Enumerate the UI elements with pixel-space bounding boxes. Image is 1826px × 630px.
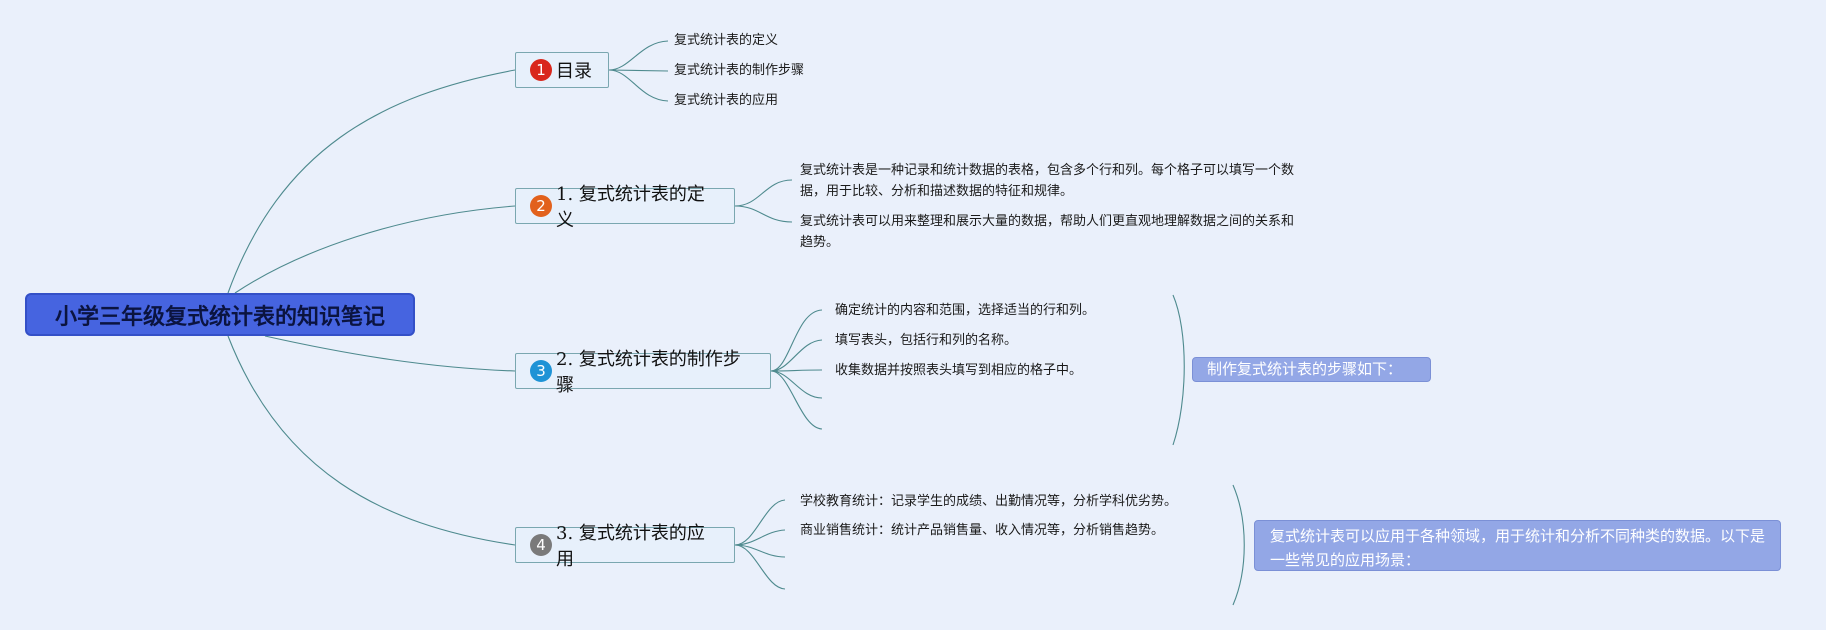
root-topic-label: 小学三年级复式统计表的知识笔记 (54, 304, 385, 330)
summary-application[interactable]: 复式统计表可以应用于各种领域，用于统计和分析不同种类的数据。以下是一些常见的应用… (1254, 520, 1781, 571)
connector-steps-5 (770, 370, 823, 430)
marker-3-icon: 3 (530, 360, 552, 382)
connector-application-4 (734, 544, 786, 590)
branch-toc-label: 目录 (556, 61, 592, 82)
branch-definition-label: 1. 复式统计表的定义 (556, 184, 705, 231)
leaf-steps-3[interactable]: 收集数据并按照表头填写到相应的格子中。 (835, 363, 1083, 378)
branch-application[interactable]: 4 3. 复式统计表的应用 (515, 523, 735, 570)
connector-root-definition (234, 205, 516, 294)
leaf-definition-2[interactable]: 复式统计表可以用来整理和展示大量的数据，帮助人们更直观地理解数据之间的关系和趋势… (800, 214, 1295, 250)
leaf-definition-1[interactable]: 复式统计表是一种记录和统计数据的表格，包含多个行和列。每个格子可以填写一个数据，… (800, 163, 1295, 199)
summary-steps-label: 制作复式统计表的步骤如下： (1207, 360, 1403, 378)
summary-application-label: 复式统计表可以应用于各种领域，用于统计和分析不同种类的数据。以下是一些常见的应用… (1270, 527, 1766, 569)
marker-4-icon: 4 (530, 534, 552, 556)
branch-steps[interactable]: 3 2. 复式统计表的制作步骤 (515, 349, 771, 396)
bracket-application (1232, 484, 1245, 606)
branch-steps-label: 2. 复式统计表的制作步骤 (556, 349, 741, 396)
leaf-toc-3[interactable]: 复式统计表的应用 (674, 93, 779, 108)
connector-definition-1 (734, 179, 793, 207)
connector-root-steps (264, 335, 516, 372)
connector-definition-2 (734, 205, 793, 223)
connector-application-1 (734, 499, 786, 546)
leaf-toc-2[interactable]: 复式统计表的制作步骤 (674, 63, 805, 78)
connector-toc-3 (608, 69, 669, 102)
connector-toc-1 (608, 40, 669, 71)
leaf-steps-1[interactable]: 确定统计的内容和范围，选择适当的行和列。 (835, 303, 1096, 318)
summary-steps[interactable]: 制作复式统计表的步骤如下： (1192, 357, 1431, 382)
root-topic[interactable]: 小学三年级复式统计表的知识笔记 (25, 293, 415, 336)
connector-steps-1 (770, 309, 823, 372)
leaf-steps-2[interactable]: 填写表头，包括行和列的名称。 (835, 333, 1018, 348)
connector-application-2 (734, 529, 786, 546)
branch-application-label: 3. 复式统计表的应用 (556, 523, 705, 570)
bracket-steps (1172, 294, 1185, 446)
branch-toc[interactable]: 1 目录 (515, 52, 609, 88)
leaf-application-1[interactable]: 学校教育统计：记录学生的成绩、出勤情况等，分析学科优劣势。 (800, 494, 1178, 509)
branch-definition[interactable]: 2 1. 复式统计表的定义 (515, 184, 735, 231)
connector-root-application (227, 335, 516, 546)
connector-toc-2 (608, 69, 669, 72)
connector-root-toc (227, 69, 516, 294)
connector-steps-4 (770, 370, 823, 399)
marker-2-icon: 2 (530, 195, 552, 217)
connector-steps-3 (770, 369, 823, 372)
leaf-application-2[interactable]: 商业销售统计：统计产品销售量、收入情况等，分析销售趋势。 (800, 523, 1165, 538)
connector-steps-2 (770, 339, 823, 372)
marker-1-icon: 1 (530, 59, 552, 81)
leaf-toc-1[interactable]: 复式统计表的定义 (674, 33, 779, 48)
